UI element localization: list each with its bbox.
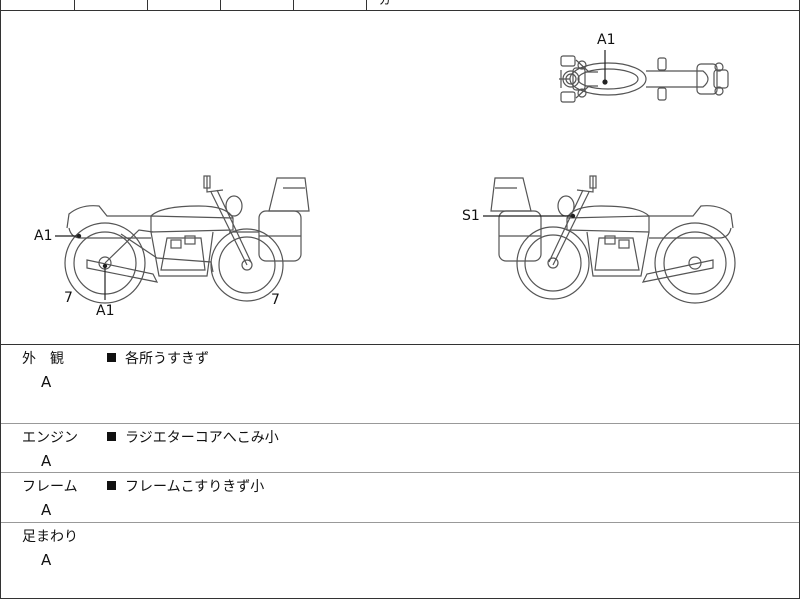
top-view-motorcycle [559,50,729,103]
section-grade: A [41,551,52,569]
section-category: フレーム [22,479,78,495]
bullet-icon [107,481,116,490]
section-grade: A [41,452,52,470]
bullet-icon [107,353,116,362]
section-note: 各所うすきず [107,351,209,367]
bullet-icon [107,432,116,441]
right-side-motorcycle [490,175,736,304]
section-category: エンジン [22,430,78,446]
header-cell [1,0,75,10]
section-note-text: ラジエターコアへこみ小 [125,430,279,446]
header-partial-text: ガ [379,0,392,7]
leader-lines [55,213,576,300]
damage-diagram: A1 A1 A1 7 7 S1 [1,11,799,345]
top-view-label: A1 [597,32,616,48]
header-cell [75,0,148,10]
section-note: ラジエターコアへこみ小 [107,430,279,446]
exhaust-damage-label: A1 [96,303,115,319]
section-suspension: 足まわり A [1,523,799,598]
section-grade: A [41,501,52,519]
left-side-motorcycle [64,175,310,304]
fork-damage-label: S1 [462,208,480,224]
section-exterior: 外 観 A 各所うすきず [1,345,799,424]
section-note: フレームこすりきず小 [107,479,264,495]
rear-tire-label: 7 [64,290,73,306]
header-cell [148,0,221,10]
section-engine: エンジン A ラジエターコアへこみ小 [1,424,799,473]
section-category: 足まわり [22,529,78,545]
motorcycle-diagram-svg [55,50,736,304]
section-category: 外 観 [22,351,64,367]
section-note-text: 各所うすきず [125,351,209,367]
header-cell [294,0,367,10]
section-frame: フレーム A フレームこすりきず小 [1,473,799,523]
seat-damage-label: A1 [34,228,53,244]
header-cell [221,0,294,10]
front-tire-label: 7 [271,292,280,308]
section-note-text: フレームこすりきず小 [125,479,265,495]
header-table-strip: ガ [1,0,799,11]
section-grade: A [41,373,52,391]
